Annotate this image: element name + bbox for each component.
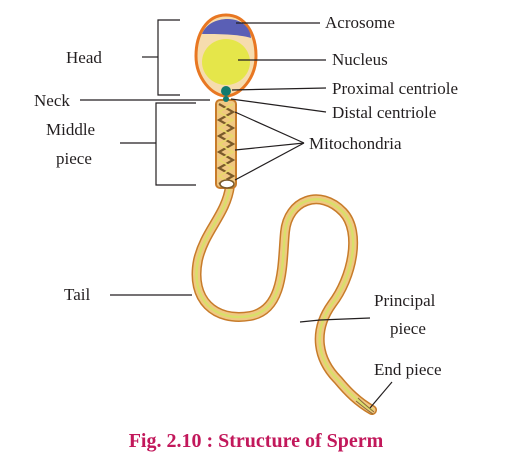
head — [194, 13, 258, 102]
label-distal-centriole: Distal centriole — [332, 103, 436, 122]
head-bracket — [142, 19, 180, 96]
label-middle-piece-1: Middle — [46, 120, 95, 139]
principal-piece-leader — [299, 317, 371, 323]
distal-centriole-leader — [230, 98, 327, 113]
mitochondria-helix — [216, 103, 236, 185]
label-end-piece: End piece — [374, 360, 442, 379]
mitochondria-leaders — [234, 111, 305, 181]
end-piece-strand-1 — [357, 397, 375, 413]
acrosome-shape — [202, 19, 251, 38]
label-nucleus: Nucleus — [332, 50, 388, 69]
proximal-centriole-dot — [221, 86, 231, 96]
label-neck: Neck — [34, 91, 70, 110]
middle-piece-bracket — [120, 102, 196, 186]
label-acrosome: Acrosome — [325, 13, 395, 32]
label-head: Head — [66, 48, 102, 67]
proximal-centriole-leader — [231, 87, 327, 91]
label-mitochondria: Mitochondria — [309, 134, 402, 153]
mitochondria-helix-inner — [217, 103, 235, 185]
figure-caption: Fig. 2.10 : Structure of Sperm — [129, 430, 384, 452]
tail — [191, 181, 377, 415]
label-middle-piece-2: piece — [56, 149, 92, 168]
label-principal-piece-1: Principal — [374, 291, 436, 310]
ring-centriole — [219, 179, 235, 189]
label-principal-piece-2: piece — [390, 319, 426, 338]
tail-axoneme — [195, 184, 374, 412]
end-piece-leader — [369, 381, 393, 409]
distal-centriole-dot — [223, 96, 229, 102]
label-proximal-centriole: Proximal centriole — [332, 79, 458, 98]
nucleus-shape — [202, 39, 250, 85]
label-tail: Tail — [64, 285, 90, 304]
end-piece-strand-2 — [355, 400, 374, 415]
middle-piece — [215, 99, 237, 189]
tail-fill — [193, 182, 376, 414]
